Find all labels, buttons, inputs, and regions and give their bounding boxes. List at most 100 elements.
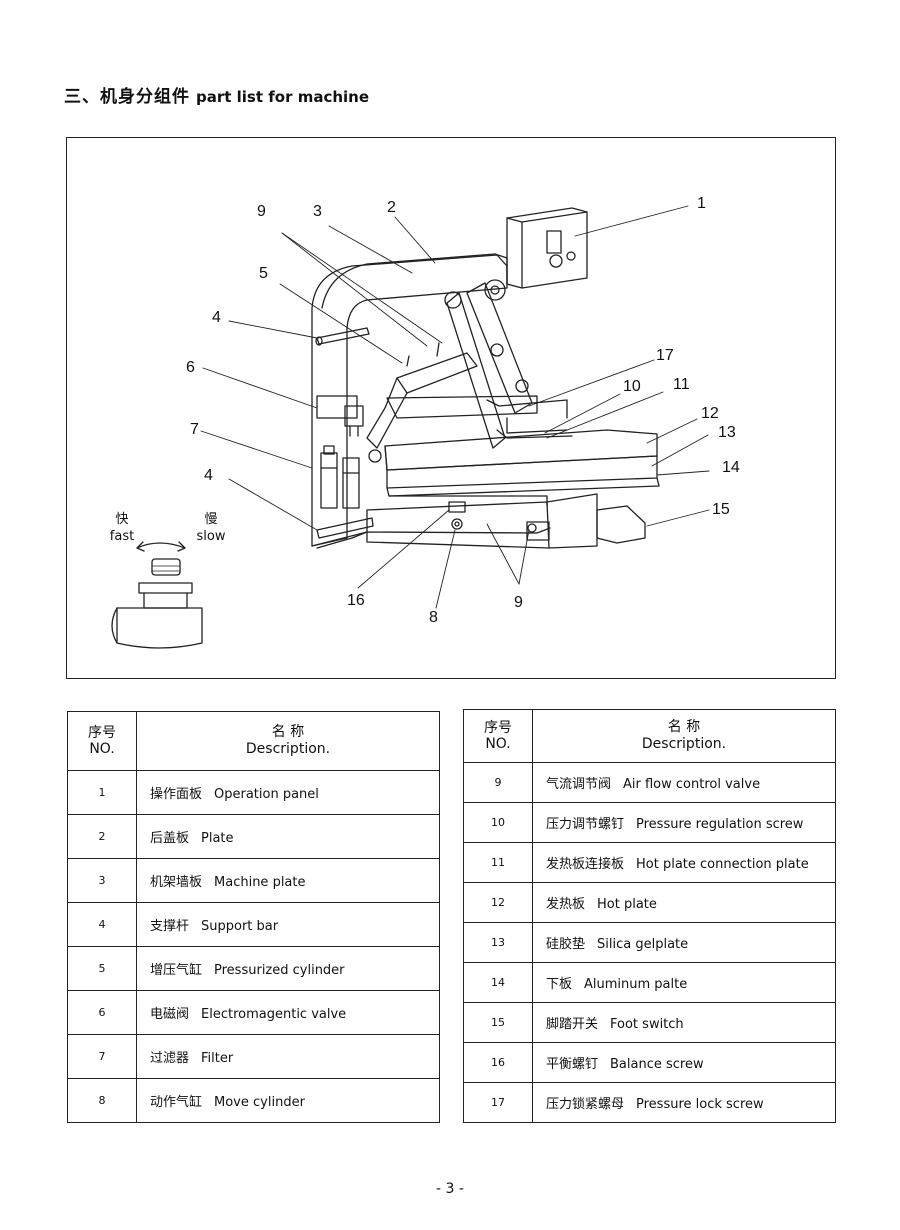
callout-9-lower: 9 bbox=[514, 594, 523, 611]
header-desc-en: Description. bbox=[641, 736, 727, 752]
callout-8: 8 bbox=[429, 609, 438, 626]
part-name-en: Air flow control valve bbox=[623, 777, 761, 792]
part-name-en: Balance screw bbox=[610, 1057, 704, 1072]
part-name-en: Foot switch bbox=[610, 1017, 684, 1032]
part-number: 10 bbox=[463, 802, 533, 843]
fast-cn: 快 bbox=[115, 512, 129, 527]
part-number: 8 bbox=[67, 1078, 137, 1123]
part-number: 14 bbox=[463, 962, 533, 1003]
callout-4-lower: 4 bbox=[204, 467, 213, 484]
part-number: 4 bbox=[67, 902, 137, 947]
solenoid-shape bbox=[316, 395, 358, 419]
table-row: 9 气流调节阀 Air flow control valve bbox=[463, 762, 836, 803]
part-name-en: Hot plate connection plate bbox=[636, 857, 809, 872]
callout-13: 13 bbox=[718, 424, 736, 441]
part-number: 13 bbox=[463, 922, 533, 963]
part-number: 12 bbox=[463, 882, 533, 923]
speed-slow-label: 慢 slow bbox=[191, 511, 231, 545]
callout-17: 17 bbox=[656, 347, 674, 364]
machine-diagram: 1 2 3 4 4 5 6 7 8 9 9 10 11 12 13 14 15 … bbox=[66, 137, 836, 679]
machine-drawing bbox=[111, 205, 710, 649]
part-name-en: Pressurized cylinder bbox=[214, 963, 345, 978]
heading-cn: 三、机身分组件 bbox=[64, 87, 190, 107]
slow-en: slow bbox=[196, 529, 226, 544]
support-bar-upper-shape bbox=[316, 327, 370, 345]
speed-knob-shape bbox=[111, 558, 203, 649]
callout-leaders bbox=[200, 205, 710, 609]
part-name-en: Pressure lock screw bbox=[636, 1097, 764, 1112]
callout-14: 14 bbox=[722, 459, 740, 476]
callout-7: 7 bbox=[190, 421, 199, 438]
part-name-cn: 平衡螺钉 bbox=[546, 1057, 599, 1072]
heading-en: part list for machine bbox=[196, 88, 370, 106]
part-name-en: Support bar bbox=[201, 919, 279, 934]
header-no: 序号 NO. bbox=[67, 711, 137, 771]
header-desc: 名 称 Description. bbox=[136, 711, 440, 771]
part-number: 7 bbox=[67, 1034, 137, 1079]
part-name-cn: 硅胶垫 bbox=[546, 937, 586, 952]
part-number: 3 bbox=[67, 858, 137, 903]
callout-12: 12 bbox=[701, 405, 719, 422]
header-no-cn: 序号 bbox=[484, 720, 512, 736]
header-desc-cn: 名 称 bbox=[667, 719, 701, 735]
part-name-cn: 脚踏开关 bbox=[546, 1017, 599, 1032]
balance-screw-shape bbox=[451, 518, 463, 530]
part-name-en: Hot plate bbox=[597, 897, 657, 912]
page-number: - 3 - bbox=[436, 1181, 464, 1197]
speed-arrow-shape bbox=[136, 542, 186, 549]
cylinder-beam-shape bbox=[396, 352, 478, 394]
table-header-row: 序号 NO. 名 称 Description. bbox=[67, 711, 440, 771]
silicone-pad-shape bbox=[386, 455, 658, 489]
part-description: 平衡螺钉 Balance screw bbox=[532, 1042, 836, 1083]
callout-2: 2 bbox=[387, 199, 396, 216]
slow-cn: 慢 bbox=[204, 512, 218, 527]
callout-4-upper: 4 bbox=[212, 309, 221, 326]
header-desc-en: Description. bbox=[245, 741, 331, 757]
part-name-cn: 气流调节阀 bbox=[546, 777, 612, 792]
fast-en: fast bbox=[109, 529, 135, 544]
callout-11: 11 bbox=[673, 376, 690, 393]
part-number: 16 bbox=[463, 1042, 533, 1083]
part-name-cn: 操作面板 bbox=[150, 787, 203, 802]
part-number: 6 bbox=[67, 990, 137, 1035]
part-name-en: Electromagentic valve bbox=[201, 1007, 347, 1022]
header-no: 序号 NO. bbox=[463, 709, 533, 763]
part-name-cn: 压力调节螺钉 bbox=[546, 817, 625, 832]
callout-5: 5 bbox=[259, 265, 268, 282]
part-name-cn: 发热板 bbox=[546, 897, 586, 912]
part-number: 5 bbox=[67, 946, 137, 991]
callout-3: 3 bbox=[313, 203, 322, 220]
foot-switch-shape bbox=[596, 505, 646, 544]
callout-6: 6 bbox=[186, 359, 195, 376]
hot-plate-shape bbox=[384, 429, 658, 471]
part-number: 9 bbox=[463, 762, 533, 803]
table-header-row: 序号 NO. 名 称 Description. bbox=[463, 709, 836, 763]
part-name-en: Filter bbox=[201, 1051, 234, 1066]
header-no-en: NO. bbox=[89, 741, 115, 757]
part-name-cn: 发热板连接板 bbox=[546, 857, 625, 872]
part-name-en: Silica gelplate bbox=[597, 937, 689, 952]
callout-16: 16 bbox=[347, 592, 365, 609]
part-description: 发热板 Hot plate bbox=[532, 882, 836, 923]
part-name-cn: 压力锁紧螺母 bbox=[546, 1097, 625, 1112]
part-name-en: Machine plate bbox=[214, 875, 306, 890]
header-no-cn: 序号 bbox=[88, 725, 116, 741]
